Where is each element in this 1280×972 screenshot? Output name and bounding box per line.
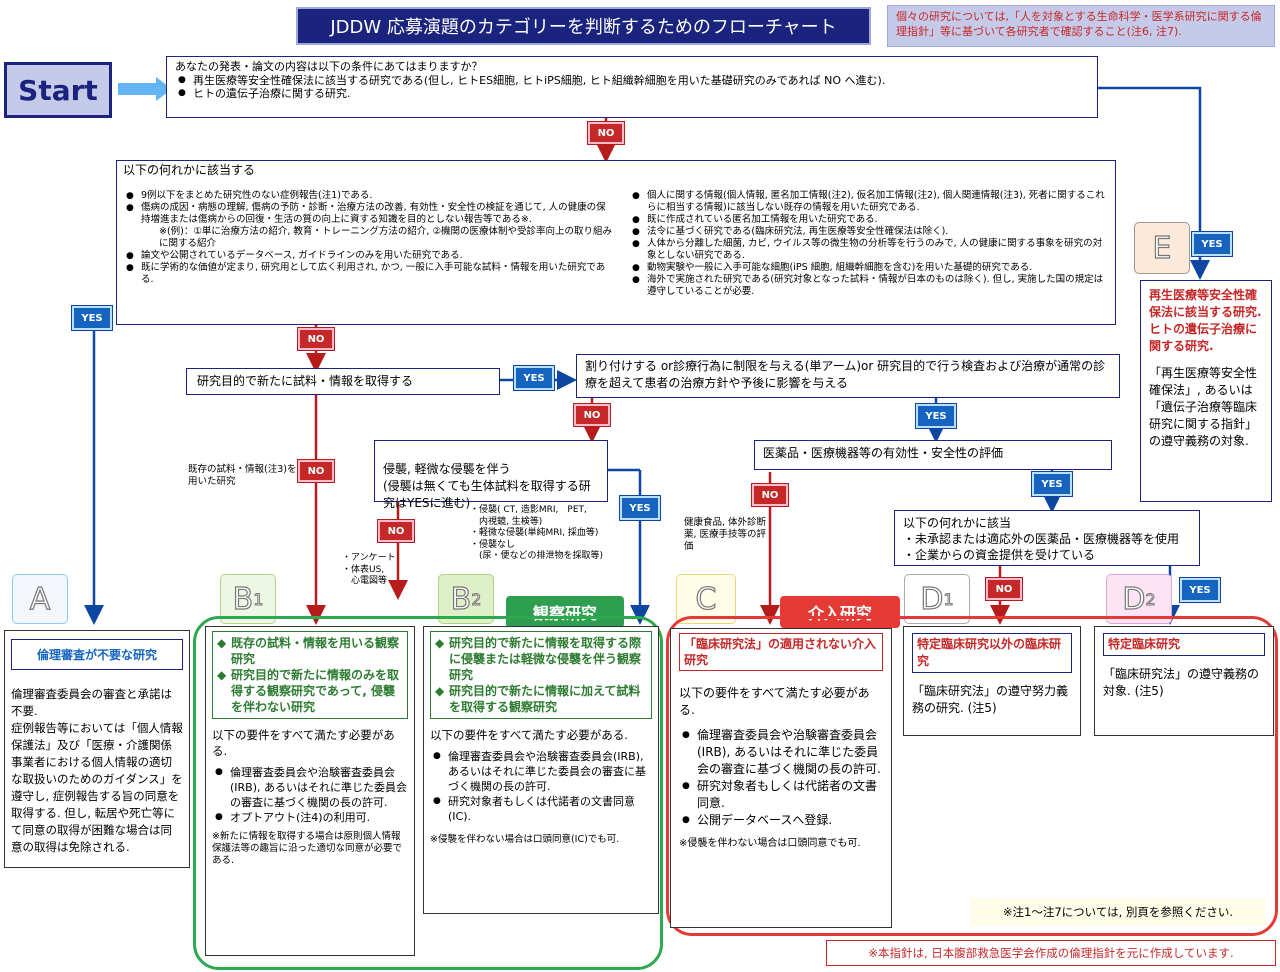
page-title: JDDW 応募演題のカテゴリーを判断するためのフローチャート: [296, 7, 871, 45]
question-2-heading: 以下の何れかに該当する: [123, 163, 256, 177]
question-2-item: 動物実験や一般に入手可能な細胞(iPS 細胞, 組織幹細胞を含む)を用いた基礎的…: [632, 262, 1109, 274]
side-note-noninvasive: ・アンケート ・体表US, 心電図等: [342, 553, 396, 586]
question-2-item: 法令に基づく研究である(臨床研究法, 再生医療等安全性確保法は除く).: [632, 226, 1109, 238]
question-3-box: 研究目的で新たに試料・情報を取得する: [186, 368, 500, 395]
question-2-item: 論文や公開されているデータベース, ガイドラインのみを用いた研究である.: [126, 250, 615, 262]
yes-label: YES: [71, 305, 113, 331]
category-b1-title-item: 既存の試料・情報を用いる観察研究: [217, 635, 403, 667]
yes-label: YES: [915, 403, 957, 429]
category-b1-note: ※新たに情報を取得する場合は原則個人情報保護法等の趣旨に沿った適切な同意が必要で…: [212, 831, 403, 866]
start-box: Start: [4, 62, 112, 118]
category-d2-box: 特定臨床研究 「臨床研究法」の遵守義務の対象. (注5): [1094, 626, 1274, 736]
question-7-item: ・企業からの資金提供を受けている: [903, 548, 1096, 562]
question-7-heading: 以下の何れかに該当: [903, 516, 1012, 530]
yes-label: YES: [1191, 231, 1233, 257]
question-6-box: 医薬品・医療機器等の有効性・安全性の評価: [754, 440, 1112, 470]
question-4-box: 割り付けする or診療行為に制限を与える(単アーム)or 研究目的で行う検査およ…: [576, 354, 1120, 398]
question-2-item: 既に学術的な価値が定まり, 研究用として広く利用され, かつ, 一般に入手可能な…: [126, 262, 615, 286]
category-b1-item: オプトアウト(注4)の利用可.: [215, 810, 408, 825]
category-b2-title-item: 研究目的で新たに情報を取得する際に侵襲または軽微な侵襲を伴う観察研究: [435, 635, 647, 683]
category-c-item: 倫理審査委員会や治験審査委員会(IRB), あるいはそれに準じた委員会の審査に基…: [682, 727, 883, 778]
category-c-item: 公開データベースへ登録.: [682, 812, 883, 829]
category-e-body: 「再生医療等安全性確保法」, あるいは「遺伝子治療等臨床研究に関する指針」の遵守…: [1149, 366, 1258, 448]
no-label: NO: [297, 327, 335, 351]
interventional-group-outline: [666, 616, 1278, 936]
category-b2-item: 倫理審査委員会や治験審査委員会(IRB), あるいはそれに準じた委員会の審査に基…: [433, 749, 652, 794]
example-note: ※(例)：①単に治療方法の紹介, 教育・トレーニング方法の紹介, ②機関の医療体…: [159, 225, 612, 249]
yes-label: YES: [619, 495, 661, 521]
category-a-letter: A: [12, 574, 68, 624]
category-b2-box: 研究目的で新たに情報を取得する際に侵襲または軽微な侵襲を伴う観察研究 研究目的で…: [423, 626, 659, 914]
category-b2-requirement: 以下の要件をすべて満たす必要がある.: [430, 728, 628, 742]
no-label: NO: [377, 519, 415, 543]
category-c-title: 「臨床研究法」の適用されない介入研究: [679, 633, 883, 671]
category-b2-title-item: 研究目的で新たに情報に加えて試料を取得する観察研究: [435, 683, 647, 715]
question-2-item: 海外で実施された研究である(研究対象となった試料・情報が日本のものは除く). 但…: [632, 274, 1109, 298]
question-1-box: あなたの発表・論文の内容は以下の条件にあてはまりますか？ 再生医療等安全性確保法…: [166, 56, 1098, 118]
top-note: 個々の研究については,「人を対象とする生命科学・医学系研究に関する倫理指針」等に…: [887, 5, 1275, 47]
category-e-title: 再生医療等安全性確保法に該当する研究. ヒトの遺伝子治療に関する研究.: [1149, 288, 1262, 353]
category-b2-item: 研究対象者もしくは代諾者の文書同意(IC).: [433, 794, 652, 824]
category-a-box: 倫理審査が不要な研究 倫理審査委員会の審査と承諾は不要. 症例報告等においては「…: [4, 630, 190, 868]
side-note-existing: 既存の試料・情報(注3)を用いた研究: [188, 464, 297, 487]
category-a-title: 倫理審査が不要な研究: [11, 639, 183, 670]
yes-label: YES: [1031, 471, 1073, 497]
no-label: NO: [297, 459, 335, 483]
question-1-item: ヒトの遺伝子治療に関する研究.: [178, 87, 1089, 101]
question-7-item: ・未承認または適応外の医薬品・医療機器等を使用: [903, 532, 1180, 546]
category-c-note: ※侵襲を伴わない場合は口頭同意でも可.: [679, 838, 861, 849]
yes-label: YES: [1179, 577, 1221, 603]
category-d2-title: 特定臨床研究: [1103, 633, 1265, 656]
question-2-item: 9例以下をまとめた研究性のない症例報告(注1)である.: [126, 190, 615, 202]
footnote: ※注1～注7については, 別頁を参照ください.: [970, 898, 1266, 926]
category-b1-requirement: 以下の要件をすべて満たす必要がある.: [212, 728, 395, 758]
category-d1-title: 特定臨床研究以外の臨床研究: [912, 633, 1072, 673]
category-b1-title-item: 研究目的で新たに情報のみを取得する観察研究であって, 侵襲を伴わない研究: [217, 667, 403, 715]
category-d2-body: 「臨床研究法」の遵守義務の対象. (注5): [1103, 667, 1260, 698]
category-d1-box: 特定臨床研究以外の臨床研究 「臨床研究法」の遵守努力義務の研究. (注5): [903, 626, 1081, 736]
category-e-letter: E: [1134, 222, 1190, 274]
no-label: NO: [573, 403, 611, 427]
question-2-item: 人体から分離した細菌, カビ, ウイルス等の微生物の分析等を行うのみで, 人の健…: [632, 238, 1109, 262]
question-2-item: 既に作成されている匿名加工情報を用いた研究である.: [632, 214, 1109, 226]
question-1-item: 再生医療等安全性確保法に該当する研究である(但し, ヒトES細胞, ヒトiPS細…: [178, 74, 1089, 88]
question-5-box: 侵襲, 軽微な侵襲を伴う (侵襲は無くても生体試料を取得する研究はYESに進む): [374, 440, 608, 510]
question-2-box: 以下の何れかに該当する 9例以下をまとめた研究性のない症例報告(注1)である. …: [116, 160, 1116, 325]
no-label: NO: [751, 483, 789, 507]
category-b1-box: 既存の試料・情報を用いる観察研究 研究目的で新たに情報のみを取得する観察研究であ…: [205, 626, 415, 956]
side-note-health-food: 健康食品, 体外診断薬, 医療手技等の評価: [684, 517, 767, 552]
category-b1-item: 倫理審査委員会や治験審査委員会(IRB), あるいはそれに準じた委員会の審査に基…: [215, 765, 408, 810]
question-1-text: あなたの発表・論文の内容は以下の条件にあてはまりますか？: [175, 60, 483, 73]
category-b2-note: ※侵襲を伴わない場合は口頭同意(IC)でも可.: [430, 834, 620, 845]
category-a-body: 倫理審査委員会の審査と承諾は不要. 症例報告等においては「個人情報保護法」及び「…: [11, 687, 183, 854]
no-label: NO: [587, 121, 625, 145]
observational-group-outline: [193, 616, 663, 970]
category-c-letter: C: [676, 574, 736, 624]
category-d1-body: 「臨床研究法」の遵守努力義務の研究. (注5): [912, 684, 1069, 715]
category-c-requirement: 以下の要件をすべて満たす必要がある.: [679, 686, 870, 717]
bottom-note: ※本指針は, 日本腹部救急医学会作成の倫理指針を元に作成しています.: [826, 940, 1276, 966]
category-e-box: 再生医療等安全性確保法に該当する研究. ヒトの遺伝子治療に関する研究. 「再生医…: [1140, 280, 1272, 502]
no-label: NO: [985, 577, 1023, 601]
category-c-item: 研究対象者もしくは代諾者の文書同意.: [682, 778, 883, 812]
side-note-invasive: ・侵襲( CT, 造影MRI, PET, 内視鏡, 生検等) ・軽微な侵襲(単純…: [470, 505, 604, 561]
question-2-item: 傷病の成因・病態の理解, 傷病の予防・診断・治療方法の改善, 有効性・安全性の検…: [126, 202, 615, 250]
category-c-box: 「臨床研究法」の適用されない介入研究 以下の要件をすべて満たす必要がある. 倫理…: [670, 628, 892, 928]
question-2-item: 個人に関する情報(個人情報, 匿名加工情報(注2), 仮名加工情報(注2), 個…: [632, 190, 1109, 214]
question-7-box: 以下の何れかに該当 ・未承認または適応外の医薬品・医療機器等を使用 ・企業からの…: [894, 510, 1200, 566]
yes-label: YES: [513, 365, 555, 391]
